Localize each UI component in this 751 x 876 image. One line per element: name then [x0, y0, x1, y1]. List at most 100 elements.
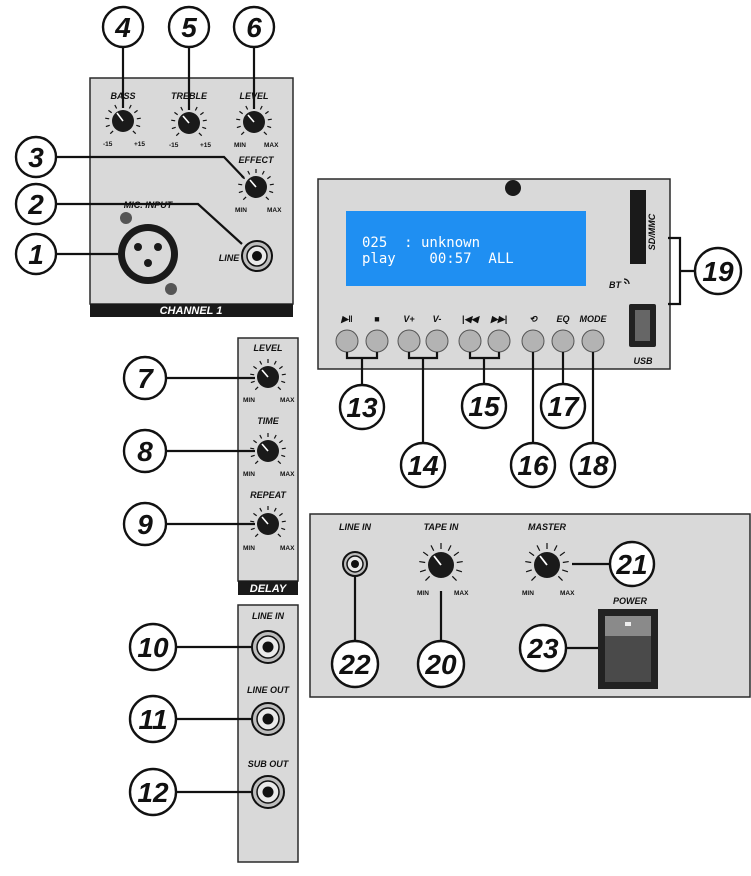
- master-scale-max: MAX: [560, 590, 575, 597]
- knob-tick: [202, 126, 207, 130]
- knob-tick: [242, 196, 247, 201]
- master-knob-scale: [525, 543, 569, 581]
- knob-tick: [273, 360, 277, 365]
- delay-time-knob-pointer: [261, 443, 269, 452]
- svg-text:1: 1: [28, 239, 44, 270]
- bass-knob-pointer: [116, 112, 124, 122]
- io-line-in-jack[interactable]: [251, 630, 285, 664]
- knob-tick: [525, 560, 532, 564]
- xlr-screw-bottom-icon: [165, 283, 177, 295]
- power-switch[interactable]: [598, 609, 658, 689]
- delay-repeat-scale-min: MIN: [243, 545, 255, 552]
- ir-sensor-icon: [505, 180, 521, 196]
- eq-button[interactable]: [551, 329, 575, 353]
- knob-tick: [277, 386, 282, 391]
- knob-tick: [250, 380, 255, 384]
- io-sub-out-jack-hole: [262, 786, 274, 798]
- delay-time-label: TIME: [257, 416, 279, 426]
- knob-tick: [202, 119, 207, 122]
- knob-tick: [105, 117, 110, 120]
- effect-knob-scale: [238, 169, 274, 201]
- knob-tick: [199, 111, 204, 116]
- svg-text:17: 17: [547, 391, 580, 422]
- callout-23: 23: [518, 623, 568, 673]
- master-line-in-jack[interactable]: [342, 551, 368, 577]
- master-label: MASTER: [528, 522, 567, 532]
- knob-tick: [238, 183, 243, 186]
- callout-13: 13: [338, 383, 386, 431]
- delay-repeat-knob-scale: [250, 506, 286, 538]
- io-line-in-label: LINE IN: [252, 611, 285, 621]
- vol-down-label: V-: [433, 314, 442, 324]
- knob-tick: [240, 131, 245, 136]
- knob-tick: [261, 170, 265, 175]
- knob-tick: [269, 190, 274, 194]
- stop-label: ■: [374, 314, 379, 324]
- callout-6: 6: [232, 5, 276, 49]
- power-label: POWER: [613, 596, 648, 606]
- ch1-level-knob-scale: [236, 104, 272, 136]
- previous-track-button[interactable]: [458, 329, 482, 353]
- channel1-title-bar: [90, 304, 293, 317]
- tape-in-label: TAPE IN: [424, 522, 459, 532]
- repeat-button[interactable]: [521, 329, 545, 353]
- svg-text:11: 11: [138, 704, 167, 735]
- delay-time-knob-scale: [250, 433, 286, 465]
- svg-text:5: 5: [181, 12, 197, 43]
- callout-16: 16: [509, 441, 557, 489]
- usb-port-insert: [635, 310, 650, 341]
- svg-text:4: 4: [114, 12, 131, 43]
- callout-20: 20: [416, 639, 466, 689]
- effect-scale-max: MAX: [267, 207, 282, 214]
- knob-tick: [456, 560, 463, 564]
- io-line-out-jack[interactable]: [251, 702, 285, 736]
- knob-tick: [267, 118, 272, 121]
- knob-tick: [425, 575, 431, 581]
- bt-label: BT: [609, 280, 622, 290]
- player-panel: 025 : unknown play 00:57 ALL SD/MMC BT U…: [317, 178, 671, 370]
- knob-tick: [536, 545, 541, 552]
- svg-text:22: 22: [338, 649, 371, 680]
- callout-19: 19: [693, 246, 743, 296]
- usb-label: USB: [633, 356, 653, 366]
- knob-tick: [250, 520, 255, 523]
- ch1-line-jack[interactable]: [241, 240, 273, 272]
- mic-input-xlr-jack[interactable]: [118, 224, 178, 284]
- master-scale-min: MIN: [522, 590, 534, 597]
- volume-up-button[interactable]: [397, 329, 421, 353]
- knob-tick: [171, 126, 176, 130]
- next-track-button[interactable]: [487, 329, 511, 353]
- stop-button[interactable]: [365, 329, 389, 353]
- knob-tick: [269, 183, 274, 186]
- ch1-level-scale-max: MAX: [264, 142, 279, 149]
- master-line-in-label: LINE IN: [339, 522, 372, 532]
- knob-tick: [281, 454, 286, 458]
- io-line-out-label: LINE OUT: [247, 685, 291, 695]
- play-pause-button[interactable]: [335, 329, 359, 353]
- delay-repeat-scale-max: MAX: [280, 545, 295, 552]
- knob-tick: [247, 170, 251, 175]
- svg-text:14: 14: [407, 450, 439, 481]
- sd-card-slot[interactable]: [630, 190, 646, 264]
- svg-text:6: 6: [246, 12, 262, 43]
- knob-tick: [562, 560, 569, 564]
- knob-tick: [198, 132, 203, 137]
- knob-tick: [419, 560, 426, 564]
- svg-text:12: 12: [137, 777, 169, 808]
- callouts: 1 2 3 4 5 6 7 8 9 10 11 12 13 14 15 16 1…: [14, 5, 743, 817]
- io-sub-out-jack[interactable]: [251, 775, 285, 809]
- knob-tick: [528, 551, 535, 557]
- volume-down-button[interactable]: [425, 329, 449, 353]
- knob-tick: [180, 106, 184, 111]
- knob-tick: [136, 117, 141, 120]
- knob-tick: [239, 110, 244, 115]
- power-indicator-icon: [625, 622, 631, 626]
- mode-button[interactable]: [581, 329, 605, 353]
- leader-13: [345, 352, 379, 385]
- svg-text:16: 16: [517, 450, 549, 481]
- knob-tick: [132, 130, 137, 135]
- ch1-line-jack-hole: [252, 251, 262, 261]
- delay-repeat-label: REPEAT: [250, 490, 287, 500]
- callout-11: 11: [128, 694, 178, 744]
- delay-level-knob-pointer: [261, 369, 269, 378]
